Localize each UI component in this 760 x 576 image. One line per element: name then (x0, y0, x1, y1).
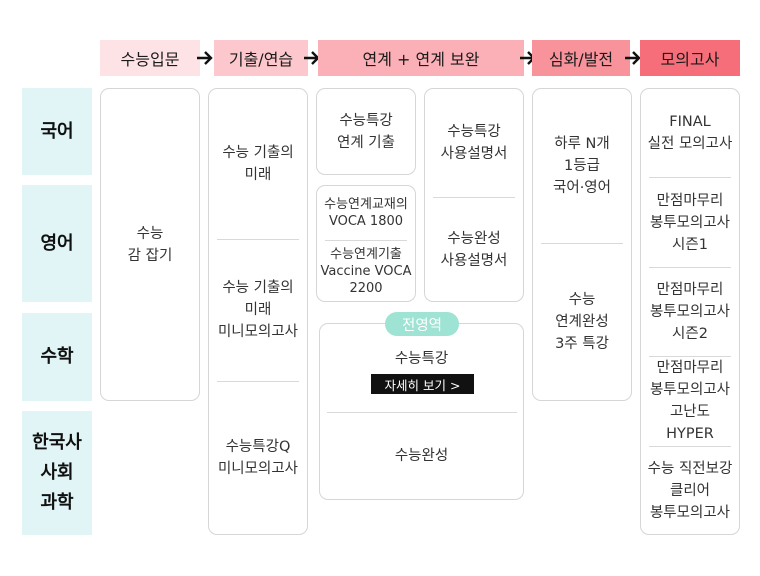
book-3week[interactable]: 수능 연계완성 3주 특강 (555, 292, 609, 352)
book-daily-n[interactable]: 하루 N개 1등급 국어·영어 (553, 136, 611, 196)
linked-left-vocab: 수능연계교재의 VOCA 1800 수능연계기출 Vaccine VOCA 22… (316, 185, 416, 302)
divider (649, 356, 731, 357)
linked-all-area: 수능특강 자세히 보기 > 수능완성 (319, 323, 524, 500)
arrow-right-icon (624, 40, 642, 76)
subject-math: 수학 (22, 313, 92, 401)
detail-button[interactable]: 자세히 보기 > (371, 374, 474, 394)
book-voca-2200[interactable]: 수능연계기출 Vaccine VOCA 2200 (320, 246, 412, 296)
book-mock-clear[interactable]: 수능 직전보강 클리어 봉투모의고사 (647, 460, 733, 521)
divider (217, 381, 299, 382)
all-area-badge: 전영역 (385, 312, 459, 336)
linked-right: 수능특강 사용설명서 수능완성 사용설명서 (424, 88, 524, 302)
book-linked-past[interactable]: 수능특강 연계 기출 (337, 112, 395, 151)
stage-label: 기출/연습 (228, 50, 294, 69)
stage-label: 연계 + 연계 보완 (362, 50, 480, 69)
divider (217, 239, 299, 240)
linked-left-top: 수능특강 연계 기출 (316, 88, 416, 175)
divider (649, 446, 731, 447)
divider (325, 240, 407, 241)
divider (327, 412, 517, 413)
stage-mock: 모의고사 (640, 40, 740, 76)
stage-advanced: 심화/발전 (532, 40, 630, 76)
book-intro[interactable]: 수능 감 잡기 (127, 225, 173, 264)
divider (433, 197, 515, 198)
book-complete-manual[interactable]: 수능완성 사용설명서 (440, 230, 508, 269)
book-mock-final[interactable]: FINAL 실전 모의고사 (647, 114, 733, 152)
book-mock-season2[interactable]: 만점마무리 봉투모의고사 시즌2 (649, 282, 731, 342)
stage-label: 심화/발전 (548, 50, 614, 69)
stage-intro: 수능입문 (100, 40, 200, 76)
subject-social-science: 한국사 사회 과학 (22, 411, 92, 535)
advanced-column: 하루 N개 1등급 국어·영어 수능 연계완성 3주 특강 (532, 88, 632, 401)
stage-linked: 연계 + 연계 보완 (318, 40, 524, 76)
stage-label: 모의고사 (660, 50, 720, 69)
arrow-right-icon (196, 40, 214, 76)
subject-korean: 국어 (22, 88, 92, 175)
book-suneung-special[interactable]: 수능특강 (394, 351, 449, 367)
stage-label: 수능입문 (120, 50, 180, 69)
divider (649, 267, 731, 268)
mock-column: FINAL 실전 모의고사 만점마무리 봉투모의고사 시즌1 만점마무리 봉투모… (640, 88, 740, 535)
book-voca-1800[interactable]: 수능연계교재의 VOCA 1800 (324, 197, 408, 229)
intro-column: 수능 감 잡기 (100, 88, 200, 401)
stage-practice: 기출/연습 (214, 40, 308, 76)
book-mock-season1[interactable]: 만점마무리 봉투모의고사 시즌1 (649, 192, 731, 253)
book-practice-1[interactable]: 수능 기출의 미래 (222, 145, 294, 183)
book-mock-hyper[interactable]: 만점마무리 봉투모의고사 고난도 HYPER (649, 360, 731, 442)
practice-column: 수능 기출의 미래 수능 기출의 미래 미니모의고사 수능특강Q 미니모의고사 (208, 88, 308, 535)
divider (649, 177, 731, 178)
divider (541, 243, 623, 244)
book-suneung-complete[interactable]: 수능완성 (394, 448, 449, 464)
book-special-manual[interactable]: 수능특강 사용설명서 (440, 124, 508, 162)
book-practice-2[interactable]: 수능 기출의 미래 미니모의고사 (217, 280, 299, 340)
book-practice-3[interactable]: 수능특강Q 미니모의고사 (217, 439, 299, 477)
subject-english: 영어 (22, 185, 92, 302)
